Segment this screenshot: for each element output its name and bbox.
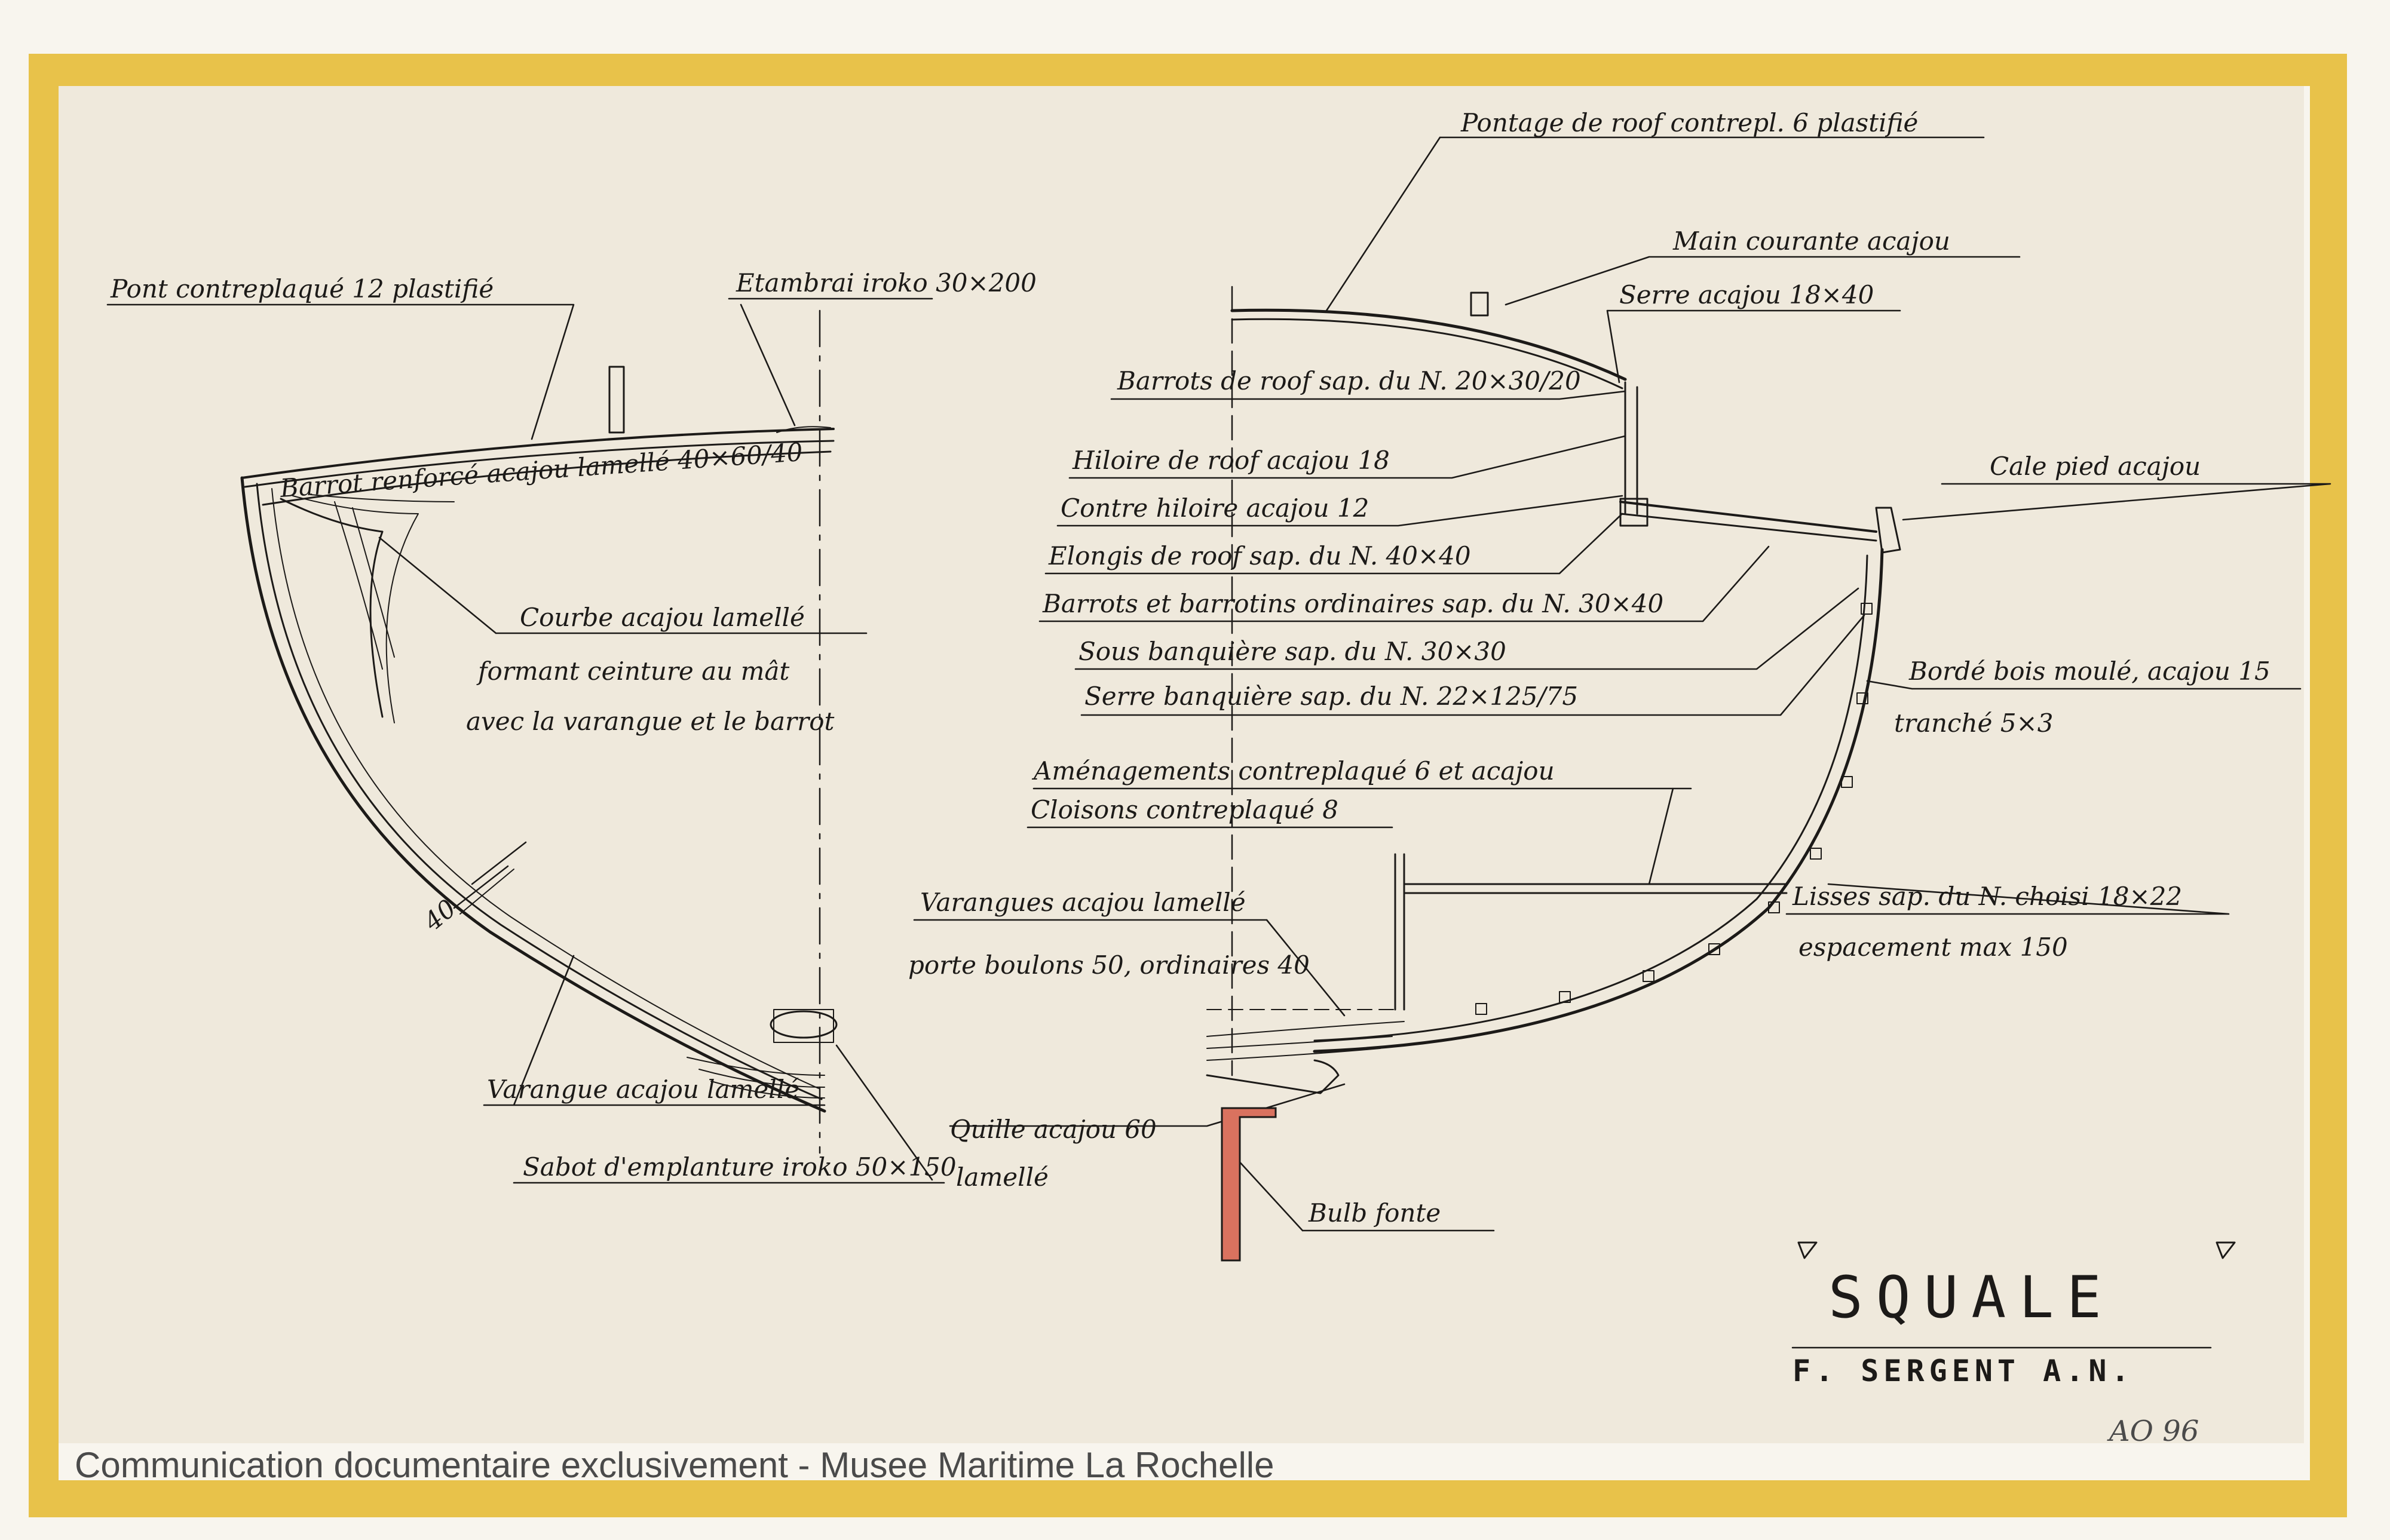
- handrail: [1470, 292, 1489, 317]
- label-barrots-ordinaires: Barrots et barrotins ordinaires sap. du …: [1042, 589, 1663, 618]
- label-ceinture: formant ceinture au mât: [476, 657, 789, 686]
- label-cale-pied: Cale pied acajou: [1990, 452, 2201, 481]
- label-lamelle: lamellé: [956, 1162, 1049, 1192]
- label-sous-banquiere: Sous banquière sap. du N. 30×30: [1078, 637, 1506, 666]
- label-porte-boulons: porte boulons 50, ordinaires 40: [908, 950, 1310, 980]
- ballast-bulb: [1221, 1107, 1277, 1262]
- leader-lines: [106, 136, 2331, 1232]
- label-varangues: Varangues acajou lamellé: [920, 888, 1246, 917]
- archive-watermark: Communication documentaire exclusivement…: [75, 1445, 1274, 1485]
- label-tranche: tranché 5×3: [1894, 708, 2053, 738]
- toe-rail: [1875, 507, 1901, 554]
- label-contre-hiloire: Contre hiloire acajou 12: [1061, 493, 1369, 523]
- label-serre: Serre acajou 18×40: [1619, 280, 1874, 309]
- label-varangue-barrot: avec la varangue et le barrot: [466, 707, 834, 736]
- label-courbe: Courbe acajou lamellé: [520, 603, 805, 632]
- label-main-courante: Main courante acajou: [1672, 226, 1950, 256]
- left-hull-section: [240, 309, 838, 1154]
- shelf: [1404, 883, 1788, 894]
- label-dimension-40: 40: [418, 894, 461, 937]
- roof-deck: [1230, 308, 1627, 381]
- label-lisses: Lisses sap. du N. choisi 18×22: [1792, 882, 2182, 911]
- label-elongis: Elongis de roof sap. du N. 40×40: [1048, 541, 1471, 570]
- right-labels: Pontage de roof contrepl. 6 plastifié Ma…: [908, 108, 2270, 1228]
- laminated-knee: [280, 498, 384, 718]
- label-etambrai: Etambrai iroko 30×200: [736, 268, 1037, 297]
- label-varangue: Varangue acajou lamellé: [487, 1075, 799, 1104]
- label-borde: Bordé bois moulé, acajou 15: [1908, 657, 2270, 686]
- drawing-title: SQUALE: [1828, 1264, 2115, 1331]
- side-deck: [1619, 501, 1877, 533]
- tracing-paper: [59, 86, 2304, 1443]
- label-bulb: Bulb fonte: [1308, 1198, 1441, 1228]
- drawing-author: F. SERGENT A.N.: [1792, 1354, 2134, 1388]
- label-barrot: Barrot renforcé acajou lamellé 40×60/40: [278, 437, 804, 503]
- yellow-tape-border: [29, 54, 2347, 1517]
- drawing-reference: AO 96: [2107, 1415, 2199, 1448]
- label-serre-banquiere: Serre banquière sap. du N. 22×125/75: [1084, 682, 1578, 711]
- label-pont: Pont contreplaqué 12 plastifié: [110, 274, 494, 303]
- left-hull-outer: [240, 476, 826, 1113]
- label-pontage-roof: Pontage de roof contrepl. 6 plastifié: [1460, 108, 1918, 137]
- right-hull-outer: [1313, 548, 1884, 1053]
- left-labels: Pont contreplaqué 12 plastifié Etambrai …: [110, 268, 1049, 1192]
- mast-step-sabot: [770, 1010, 838, 1039]
- right-hull-section: [1206, 286, 1901, 1094]
- label-quille: Quille acajou 60: [950, 1115, 1157, 1144]
- title-block: [1791, 1241, 2236, 1349]
- keel: [1206, 1059, 1340, 1094]
- label-cloisons: Cloisons contreplaqué 8: [1031, 795, 1338, 824]
- label-barrots-roof: Barrots de roof sap. du N. 20×30/20: [1117, 366, 1581, 395]
- left-deck-line: [241, 428, 835, 479]
- mast-stub: [608, 366, 625, 434]
- label-sabot: Sabot d'emplanture iroko 50×150: [523, 1152, 957, 1182]
- label-amenagements: Aménagements contreplaqué 6 et acajou: [1031, 756, 1555, 786]
- title-text: SQUALE F. SERGENT A.N. AO 96: [1792, 1264, 2199, 1448]
- label-hiloire: Hiloire de roof acajou 18: [1072, 446, 1390, 475]
- label-espacement: espacement max 150: [1798, 932, 2068, 962]
